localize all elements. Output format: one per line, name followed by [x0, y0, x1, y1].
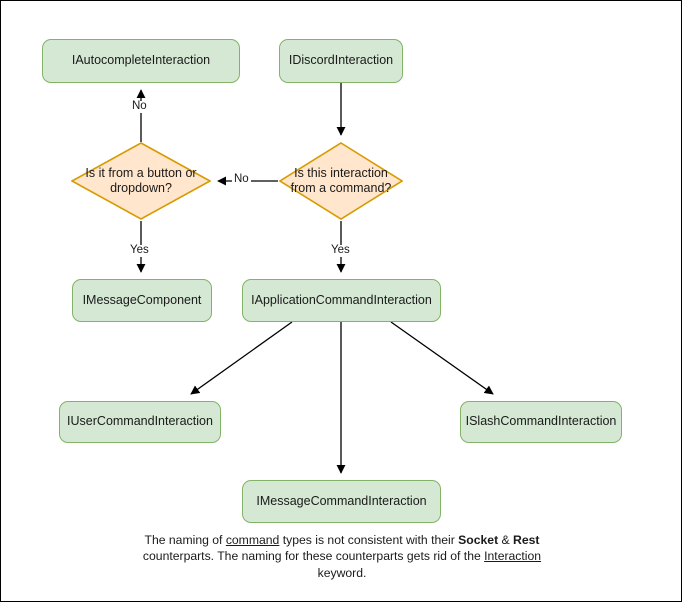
- edge-application-command-to-slash-command: [390, 321, 494, 395]
- edge-label-yes-to-message-component: Yes: [128, 244, 151, 257]
- diamond-shape: [71, 142, 211, 220]
- node-slash-command-interaction[interactable]: ISlashCommandInteraction: [460, 401, 622, 443]
- node-label: ISlashCommandInteraction: [465, 414, 617, 429]
- node-label: Is this interaction from a command?: [290, 165, 392, 195]
- node-label: IMessageComponent: [82, 292, 202, 307]
- node-label: IDiscordInteraction: [288, 53, 394, 68]
- node-decision-interaction-from-command[interactable]: Is this interaction from a command?: [279, 142, 403, 220]
- diamond-shape: [279, 142, 403, 220]
- edge-label-no-to-autocomplete: No: [130, 100, 149, 113]
- edge-label-yes-to-application-command: Yes: [329, 244, 352, 257]
- node-user-command-interaction[interactable]: IUserCommandInteraction: [59, 401, 221, 443]
- node-discord-interaction[interactable]: IDiscordInteraction: [279, 39, 403, 83]
- node-label: IMessageCommandInteraction: [256, 493, 427, 508]
- caption-part-2: types is not consistent with their: [279, 533, 459, 547]
- node-message-component[interactable]: IMessageComponent: [72, 279, 212, 322]
- node-decision-button-or-dropdown[interactable]: Is it from a button or dropdown?: [71, 142, 211, 220]
- caption-part-4: keyword.: [317, 565, 367, 580]
- node-autocomplete-interaction[interactable]: IAutocompleteInteraction: [42, 39, 240, 83]
- node-label: IAutocompleteInteraction: [71, 53, 211, 68]
- node-label: Is it from a button or dropdown?: [85, 165, 197, 195]
- caption-bold-rest: Rest: [513, 533, 540, 547]
- caption-part-3: counterparts. The naming for these count…: [142, 549, 485, 564]
- node-label: IUserCommandInteraction: [67, 414, 213, 429]
- caption-underline-interaction: Interaction: [484, 549, 542, 564]
- caption-part-1: The naming of: [144, 533, 226, 547]
- caption-ampersand: &: [498, 533, 514, 547]
- node-application-command-interaction[interactable]: IApplicationCommandInteraction: [242, 279, 441, 322]
- edge-label-no-to-button-question: No: [232, 173, 251, 186]
- edge-application-command-to-user-command: [190, 321, 293, 395]
- node-message-command-interaction[interactable]: IMessageCommandInteraction: [242, 480, 441, 523]
- node-label: IApplicationCommandInteraction: [251, 292, 432, 307]
- caption-underline-command: command: [225, 533, 280, 547]
- caption-bold-socket: Socket: [458, 533, 499, 547]
- diagram-caption: The naming of command types is not consi…: [132, 532, 552, 581]
